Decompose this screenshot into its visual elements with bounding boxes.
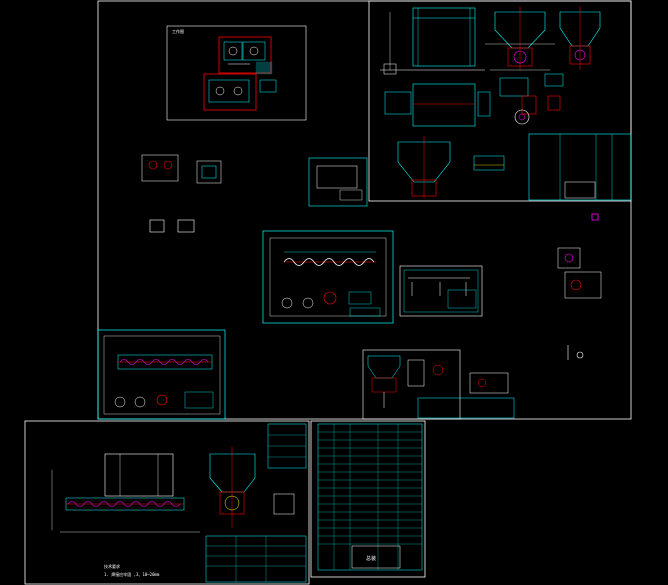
hopper-assembly-sheet [362,349,515,420]
bottom-middle-sheet-frame [310,420,426,578]
thumbnail-title: 工作图 [172,28,184,34]
hopper-detail-drawing [380,6,632,201]
small-part-details [141,154,599,233]
main-assembly-drawing: 技术要求 1. 焊接应牢固 ,3、10~20mm [51,423,307,583]
notes-title: 技术要求 [104,563,120,569]
left-conveyor-sheet [97,329,226,420]
top-right-sheet-frame [368,0,632,202]
right-small-details [557,247,602,360]
main-sheet-frame [97,0,632,420]
thumbnail-layout: 工作图 [166,25,307,121]
assembly-title: 总装 [366,555,376,562]
notes-line: 1. 焊接应牢固 ,3、10~20mm [104,571,160,577]
bottom-left-sheet-frame [24,420,310,585]
screw-conveyor-sheet [262,230,394,324]
frame-assembly-sheet [399,265,483,317]
bill-of-materials-sheet: 总装 [317,423,423,571]
